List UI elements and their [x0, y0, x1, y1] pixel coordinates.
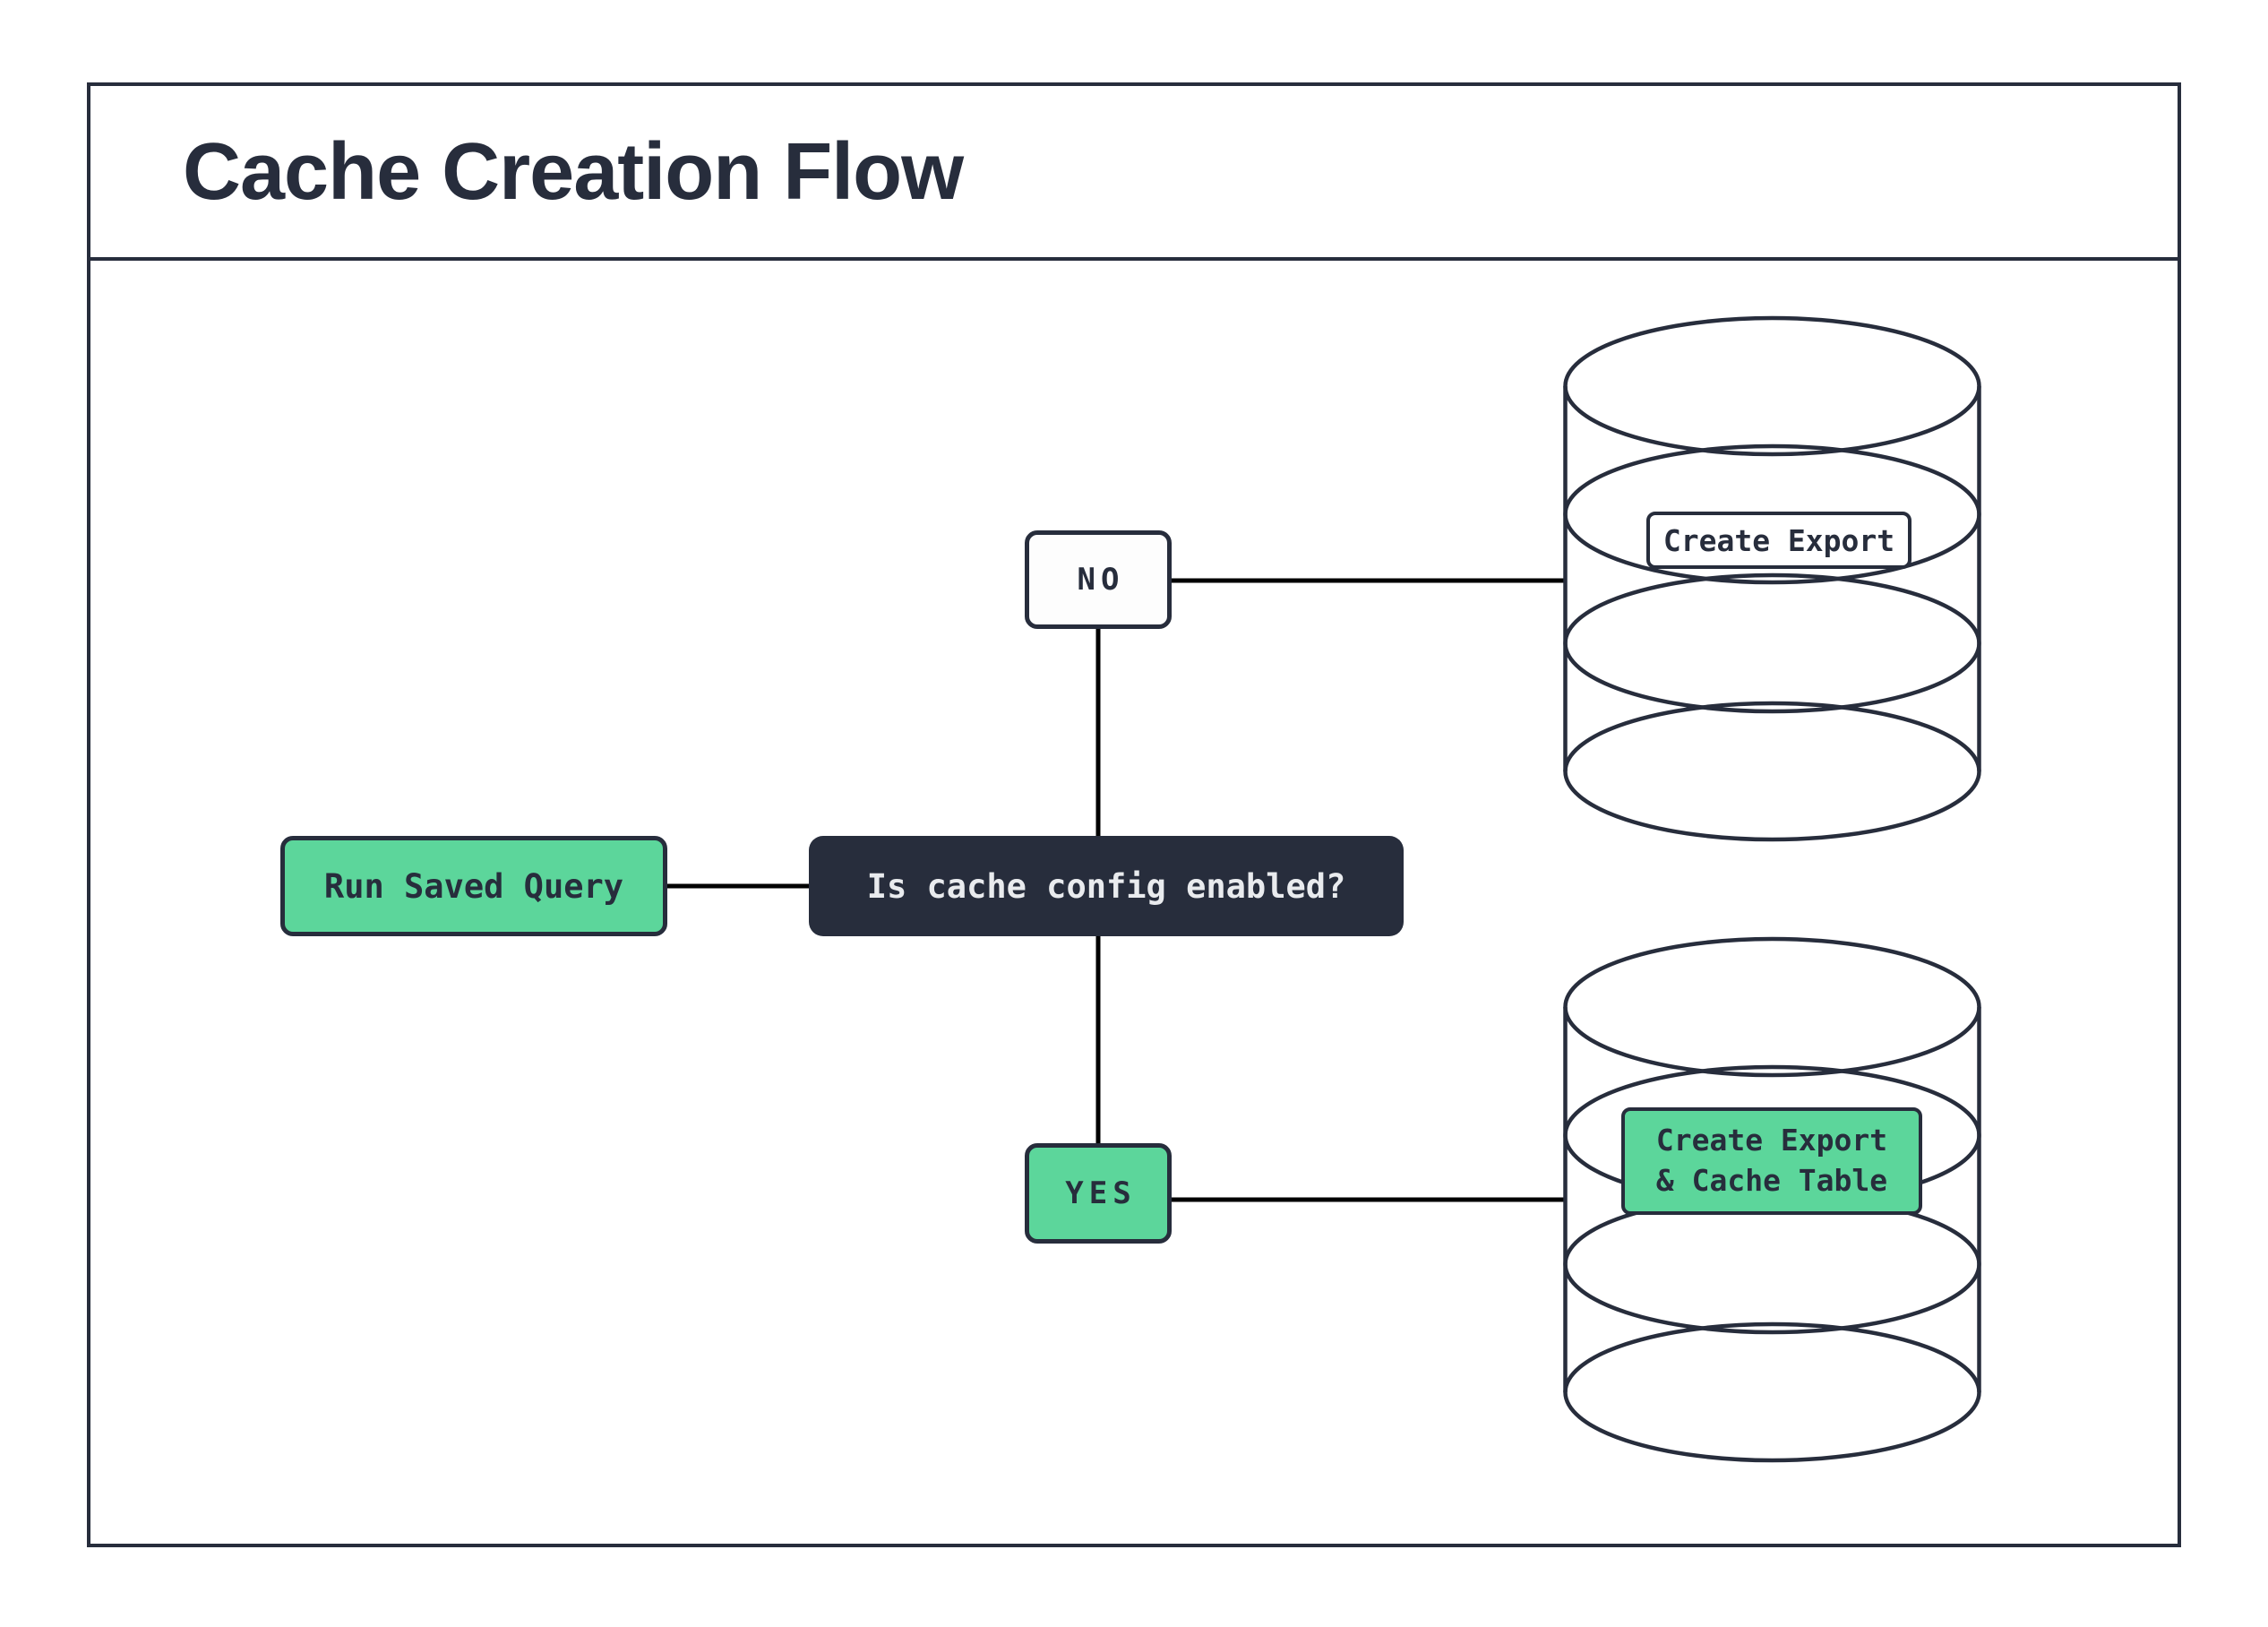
database-icon-top: [1563, 315, 1981, 842]
page-title: Cache Creation Flow: [183, 126, 964, 217]
no-branch-label: NO: [1077, 562, 1125, 598]
create-export-label-node: Create Export: [1646, 512, 1911, 569]
create-export-cache-table-label-line1: Create Export: [1655, 1123, 1888, 1158]
connectors: [667, 578, 1566, 1202]
run-saved-query-node: Run Saved Query: [280, 836, 667, 936]
diagram-header: Cache Creation Flow: [90, 86, 2178, 261]
question-label: Is cache config enabled?: [866, 866, 1346, 906]
create-export-cache-table-label-node: Create Export & Cache Table: [1621, 1107, 1922, 1215]
no-branch-node: NO: [1025, 530, 1172, 629]
create-export-cache-table-label-line2: & Cache Table: [1655, 1163, 1888, 1198]
question-node: Is cache config enabled?: [809, 836, 1404, 936]
diagram-frame: [87, 82, 2181, 1547]
yes-branch-node: YES: [1025, 1143, 1172, 1244]
create-export-label: Create Export: [1662, 522, 1895, 558]
yes-branch-label: YES: [1065, 1175, 1137, 1211]
run-saved-query-label: Run Saved Query: [323, 866, 624, 906]
